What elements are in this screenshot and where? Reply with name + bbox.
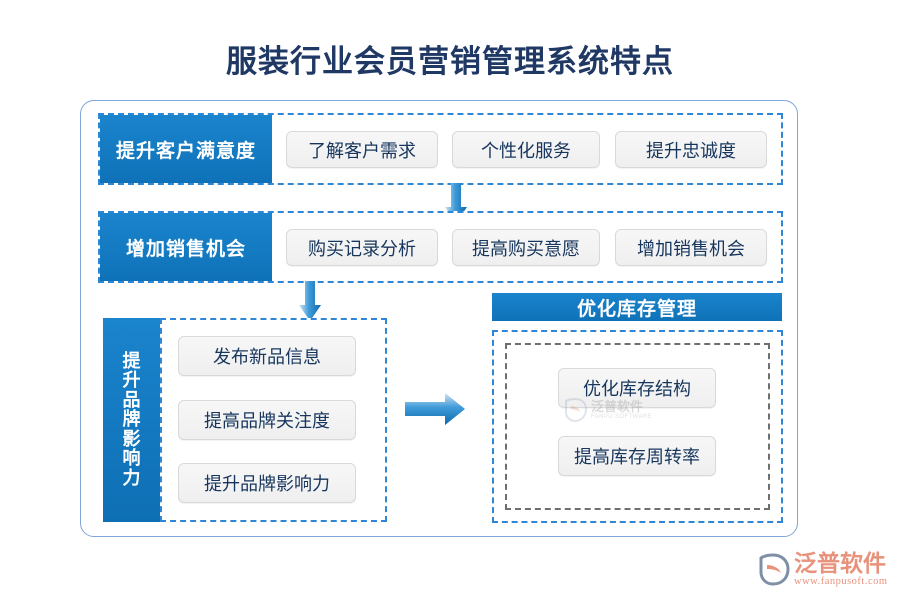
row-1-item-2[interactable]: 个性化服务: [452, 131, 600, 168]
inventory-section-header[interactable]: 优化库存管理: [492, 293, 782, 321]
fanpu-logo-icon: [759, 553, 790, 586]
down-arrow-icon-2: [299, 281, 321, 321]
inventory-inner-dashed-box: [505, 343, 770, 510]
brand-header-char-3: 品: [122, 389, 141, 411]
brand-header-char-5: 影: [122, 428, 141, 450]
row-1-item-1[interactable]: 了解客户需求: [286, 131, 438, 168]
corner-logo: 泛普软件 www.fanpusoft.com: [757, 548, 892, 592]
row-1-header-label: 提升客户满意度: [115, 139, 256, 162]
right-arrow-icon: [405, 392, 465, 426]
brand-header-char-4: 牌: [122, 409, 141, 431]
row-1-item-3[interactable]: 提升忠诚度: [615, 131, 767, 168]
inventory-item-2[interactable]: 提高库存周转率: [558, 436, 716, 476]
brand-header-char-7: 力: [122, 467, 141, 489]
row-2-item-2[interactable]: 提高购买意愿: [452, 229, 600, 266]
inventory-outer-dashed-box: [492, 330, 783, 523]
brand-item-1-label: 发布新品信息: [213, 347, 321, 368]
row-1-header[interactable]: 提升客户满意度: [100, 115, 272, 183]
inventory-header-label: 优化库存管理: [576, 297, 697, 320]
row-1-item-2-label: 个性化服务: [481, 140, 571, 162]
row-2-item-1[interactable]: 购买记录分析: [286, 229, 438, 266]
corner-logo-url: www.fanpusoft.com: [794, 576, 888, 588]
inventory-item-2-label: 提高库存周转率: [574, 447, 700, 468]
row-2-header-label: 增加销售机会: [125, 237, 246, 260]
brand-item-2[interactable]: 提高品牌关注度: [178, 400, 356, 440]
inventory-item-1[interactable]: 优化库存结构: [558, 368, 716, 408]
row-2-item-3-label: 增加销售机会: [637, 238, 745, 260]
brand-header-char-6: 响: [122, 448, 141, 470]
row-1-item-1-label: 了解客户需求: [308, 140, 416, 162]
row-2-header[interactable]: 增加销售机会: [100, 213, 272, 281]
row-2-item-2-label: 提高购买意愿: [472, 238, 580, 260]
brand-section-header[interactable]: 提 升 品 牌 影 响 力: [103, 318, 160, 522]
row-2-item-3[interactable]: 增加销售机会: [615, 229, 767, 266]
brand-header-char-2: 升: [122, 370, 141, 392]
corner-logo-cn: 泛普软件: [794, 550, 886, 578]
inventory-item-1-label: 优化库存结构: [583, 379, 691, 400]
brand-item-3[interactable]: 提升品牌影响力: [178, 463, 356, 503]
brand-item-1[interactable]: 发布新品信息: [178, 336, 356, 376]
brand-item-2-label: 提高品牌关注度: [204, 411, 330, 432]
row-1-item-3-label: 提升忠诚度: [646, 140, 736, 162]
brand-item-3-label: 提升品牌影响力: [204, 474, 330, 495]
page-title: 服装行业会员营销管理系统特点: [226, 44, 674, 80]
brand-header-char-1: 提: [122, 350, 141, 372]
row-2-item-1-label: 购买记录分析: [308, 238, 416, 260]
